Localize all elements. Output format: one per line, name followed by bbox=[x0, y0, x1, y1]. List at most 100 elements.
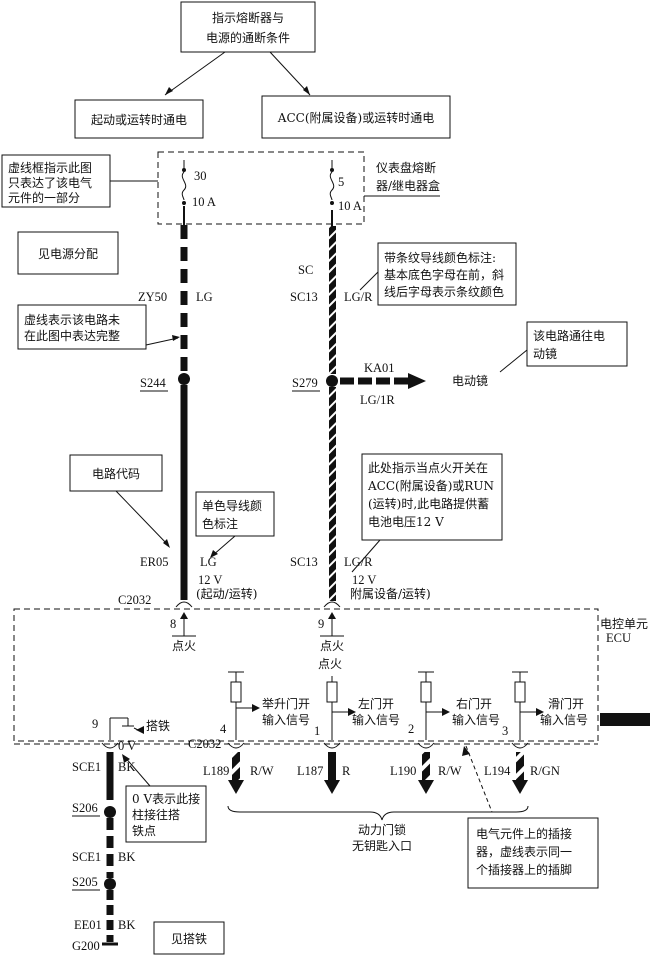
splice-s206-label: S206 bbox=[72, 801, 98, 815]
wire-l189-color: R/W bbox=[250, 764, 274, 778]
ignition-right: 点火 bbox=[320, 639, 344, 653]
right-wire-striped-top bbox=[329, 226, 336, 374]
top-box-line-2: 电源的通断条件 bbox=[206, 30, 290, 45]
ground-circuit-2: SCE1 bbox=[72, 850, 101, 864]
splice-s205 bbox=[104, 878, 116, 890]
left-power-text: 起动或运转时通电 bbox=[91, 112, 187, 127]
dashed-box-note-3: 元件的一部分 bbox=[8, 190, 80, 205]
input-right-door-label-1: 右门开 bbox=[456, 696, 492, 711]
dashed-line-note-1: 虚线表示该电路未 bbox=[24, 312, 120, 327]
input-left-door-pin: 1 bbox=[314, 724, 320, 738]
dashed-box-note-2: 只表达了该电气 bbox=[8, 175, 92, 190]
zero-volt-label: 0 V bbox=[118, 739, 136, 753]
left-circuit-top: ZY50 bbox=[138, 290, 167, 304]
stripe-note-3: 线后字母表示条纹颜色 bbox=[384, 284, 504, 299]
right-color-bottom: LG/R bbox=[344, 555, 373, 569]
splice-s279 bbox=[326, 375, 338, 387]
see-ground-text: 见搭铁 bbox=[171, 932, 207, 946]
input-sliding-door-label-1: 滑门开 bbox=[548, 696, 584, 711]
ignition-left: 点火 bbox=[172, 639, 196, 653]
connector-note-box: 电气元件上的插接 器，虚线表示同一 个插接器上的插脚 bbox=[467, 817, 599, 889]
fuse-left-rating: 10 A bbox=[192, 195, 216, 209]
arrowhead bbox=[122, 754, 130, 763]
ground-g200-label: G200 bbox=[72, 939, 100, 953]
right-voltage: 12 V bbox=[352, 573, 376, 587]
left-voltage: 12 V bbox=[198, 573, 222, 587]
splice-s279-label: S279 bbox=[292, 376, 318, 390]
branch-arrow-ka01 bbox=[340, 373, 426, 389]
brace-label-2: 无钥匙入口 bbox=[352, 839, 412, 853]
arrowhead bbox=[210, 550, 218, 558]
left-color-bottom: LG bbox=[200, 555, 217, 569]
wire-l190-arrow bbox=[418, 780, 434, 794]
top-box-line-1: 指示熔断器与 bbox=[212, 10, 284, 25]
other-circuit-2: 动镜 bbox=[533, 346, 557, 361]
right-circuit-sc: SC bbox=[298, 263, 313, 277]
acc-run-note: 此处指示当点火开关在 ACC(附属设备)或RUN (运转)时,此电路提供蓄 电池… bbox=[361, 453, 503, 541]
ignition-inside: 点火 bbox=[318, 657, 342, 671]
arrowhead bbox=[328, 612, 336, 619]
input-tailgate-label-2: 输入信号 bbox=[262, 712, 310, 727]
connector-arc-1 bbox=[227, 742, 245, 749]
splice-s206 bbox=[104, 806, 116, 818]
connector-arc-ground bbox=[101, 742, 119, 749]
ground-note-1: 0 V表示此接 bbox=[132, 791, 200, 806]
arrowhead bbox=[462, 746, 470, 756]
right-circuit-bottom: SC13 bbox=[290, 555, 318, 569]
fuse-right-number: 5 bbox=[338, 175, 344, 189]
input-left-door-label-2: 输入信号 bbox=[352, 712, 400, 727]
single-color-2: 色标注 bbox=[202, 516, 238, 531]
branch-circuit: KA01 bbox=[364, 361, 395, 375]
arrowhead bbox=[165, 87, 173, 95]
arrowhead bbox=[136, 726, 144, 734]
input-sliding-door-label-2: 输入信号 bbox=[540, 712, 588, 727]
brace-label-1: 动力门锁 bbox=[358, 822, 406, 837]
ground-note-2: 柱接往搭 bbox=[132, 807, 180, 822]
left-power-box: 起动或运转时通电 bbox=[74, 99, 204, 139]
note-arrow bbox=[359, 271, 379, 291]
ground-circuit-3: EE01 bbox=[74, 918, 102, 932]
wire-l187-arrow bbox=[324, 780, 340, 794]
input-sliding-door bbox=[512, 671, 544, 740]
right-voltage-condition: 附属设备/运转) bbox=[350, 586, 431, 601]
right-power-box: ACC(附属设备)或运转时通电 bbox=[261, 95, 451, 139]
fuse-right-rating: 10 A bbox=[338, 199, 362, 213]
ground-circuit-1: SCE1 bbox=[72, 760, 101, 774]
right-power-text: ACC(附属设备)或运转时通电 bbox=[277, 110, 434, 125]
ecu-bus-bar bbox=[600, 713, 650, 726]
stripe-note-1: 带条纹导线颜色标注: bbox=[384, 250, 496, 265]
right-color-top: LG/R bbox=[344, 290, 373, 304]
ground-color-3: BK bbox=[118, 918, 135, 932]
fuse-right-symbol bbox=[329, 160, 335, 205]
note-arrow bbox=[145, 337, 179, 346]
wire-l194-color: R/GN bbox=[530, 764, 560, 778]
wire-l194 bbox=[516, 752, 524, 780]
ground-note-3: 铁点 bbox=[132, 824, 156, 838]
acc-run-note-1: 此处指示当点火开关在 bbox=[368, 460, 488, 475]
note-arrow bbox=[351, 539, 381, 573]
fuse-left-number: 30 bbox=[194, 169, 207, 183]
fuse-box-outline bbox=[157, 151, 365, 225]
splice-s244 bbox=[178, 373, 190, 385]
branch-destination: 电动镜 bbox=[452, 373, 488, 388]
ecu-label-2: ECU bbox=[606, 631, 631, 645]
input-left-door-label-1: 左门开 bbox=[358, 696, 394, 711]
arrow-to-right-power bbox=[269, 51, 311, 96]
top-condition-box: 指示熔断器与 电源的通断条件 bbox=[180, 1, 316, 53]
fuse-box-label-1: 仪表盘熔断 bbox=[376, 160, 436, 175]
wire-l189 bbox=[232, 752, 240, 780]
ground-note-pointer bbox=[123, 755, 151, 787]
input-right-door bbox=[418, 671, 450, 740]
ground-label: 搭铁 bbox=[146, 719, 170, 733]
ecu-label-1: 电控单元 bbox=[600, 617, 648, 631]
connector-arc-right bbox=[323, 601, 341, 608]
power-dist-text: 见电源分配 bbox=[38, 247, 98, 261]
acc-run-note-3: (运转)时,此电路提供蓄 bbox=[368, 496, 489, 511]
pin-left: 8 bbox=[170, 617, 176, 631]
dashed-line-note: 虚线表示该电路未 在此图中表达完整 bbox=[17, 304, 147, 350]
branch-color: LG/1R bbox=[360, 393, 395, 407]
connector-note-pointer bbox=[465, 745, 493, 813]
ground-pointer bbox=[133, 727, 139, 731]
connector-c2032-top: C2032 bbox=[118, 593, 151, 607]
